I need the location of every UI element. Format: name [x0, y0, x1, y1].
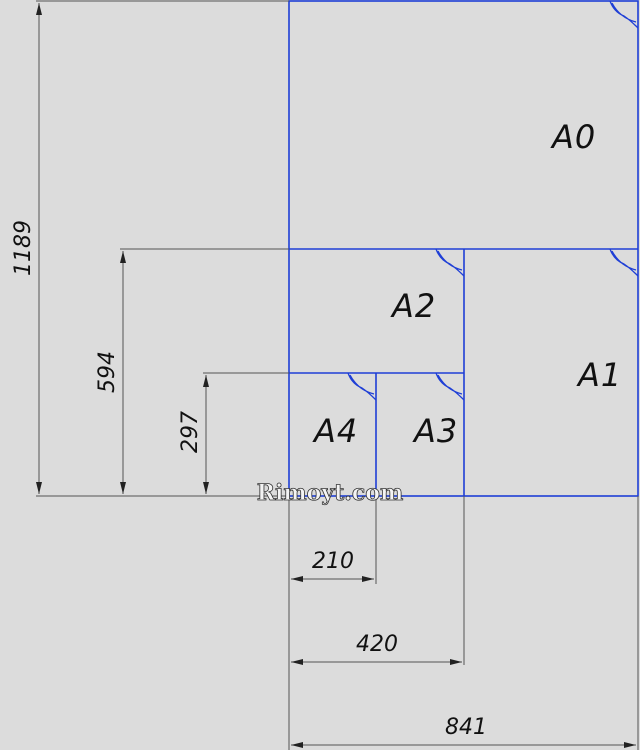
watermark-text: Rimoyt.com — [257, 480, 404, 506]
sheet-label-a1: A1 — [576, 356, 622, 394]
extension-lines — [36, 0, 639, 750]
sheet-label-a0: A0 — [550, 118, 596, 156]
dim-value-594: 594 — [95, 351, 120, 393]
page-curl-icon — [435, 248, 465, 277]
dim-value-420: 420 — [356, 632, 398, 657]
page-curl-icon — [347, 372, 377, 401]
horizontal-dimensions — [291, 576, 636, 748]
dimension-values: 1189 594 297 210 420 841 — [11, 220, 487, 740]
page-curl-icon — [435, 372, 465, 401]
page-curl-icon — [609, 248, 639, 277]
page-curl-icons — [347, 0, 639, 401]
page-curl-icon — [609, 0, 639, 29]
sheet-label-a3: A3 — [412, 412, 458, 450]
dim-value-297: 297 — [178, 411, 203, 453]
dim-value-1189: 1189 — [11, 220, 36, 276]
dim-value-841: 841 — [445, 715, 487, 740]
sheet-label-a2: A2 — [390, 287, 436, 325]
sheet-labels: A0 A1 A2 A3 A4 — [312, 118, 622, 450]
dim-value-210: 210 — [312, 549, 354, 574]
vertical-dimensions — [36, 3, 209, 494]
sheet-label-a4: A4 — [312, 412, 358, 450]
